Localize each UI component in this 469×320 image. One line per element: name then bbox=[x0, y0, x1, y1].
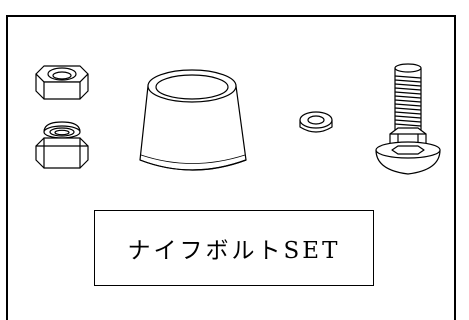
product-label: ナイフボルトSET bbox=[127, 238, 341, 264]
washer-icon bbox=[299, 111, 333, 133]
lock-nut-icon bbox=[35, 121, 89, 169]
product-label-box: ナイフボルトSET bbox=[94, 210, 374, 286]
hex-nut-icon bbox=[35, 65, 89, 100]
carriage-bolt-icon bbox=[375, 63, 441, 175]
rubber-cone-icon bbox=[139, 69, 247, 171]
